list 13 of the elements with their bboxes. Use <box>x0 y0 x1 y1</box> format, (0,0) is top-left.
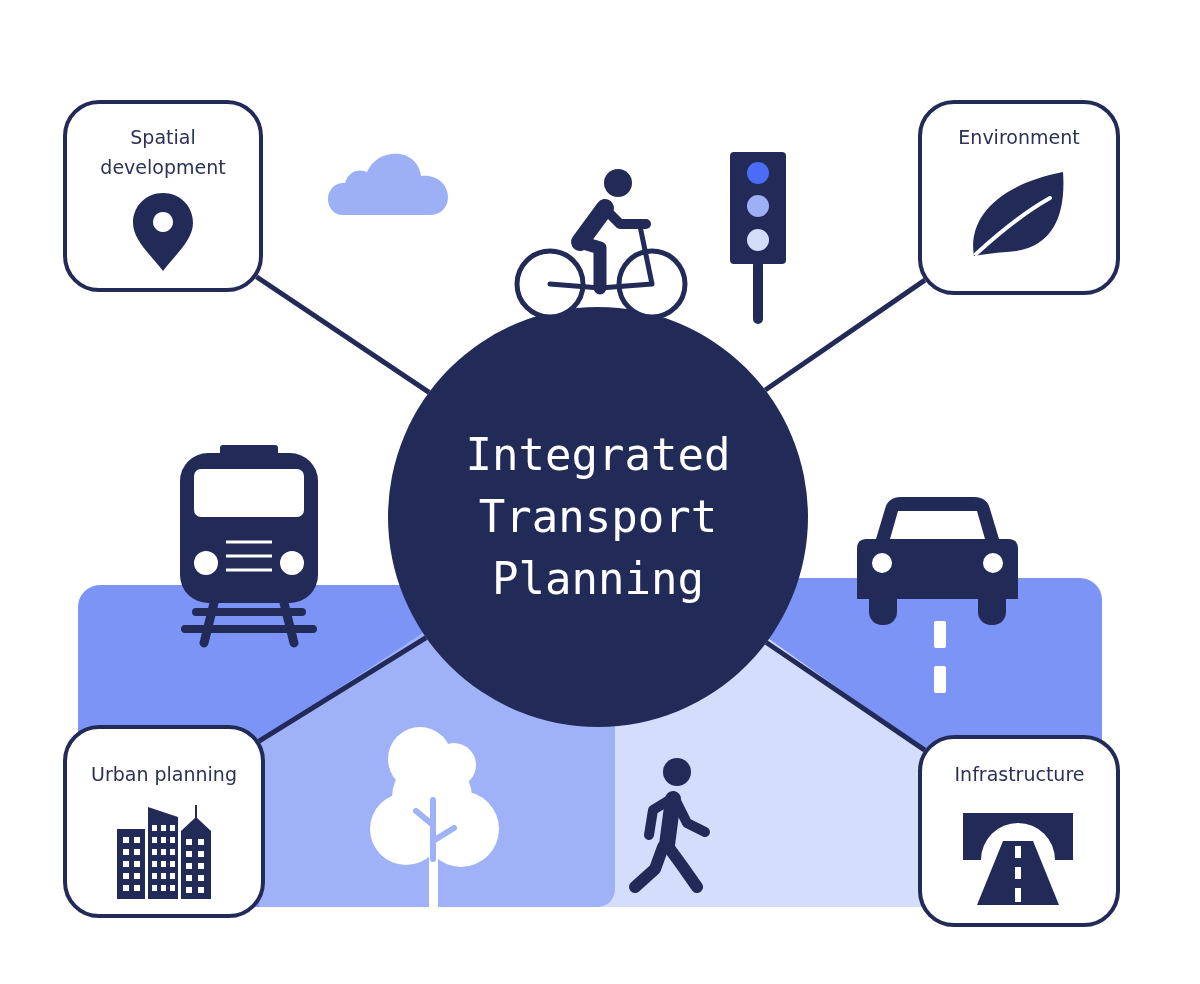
card-title: Infrastructure <box>953 762 1086 787</box>
card-title: Urban planning <box>90 762 238 787</box>
connector-line <box>763 278 927 393</box>
connector-line <box>255 274 431 395</box>
topic-card <box>918 100 1120 295</box>
card-title: Spatial development <box>99 125 227 180</box>
card-title: Environment <box>957 125 1081 150</box>
topic-card <box>63 100 263 292</box>
connector-line <box>764 640 927 753</box>
connector-line <box>257 635 428 744</box>
hub-title: Integrated Transport Planning <box>464 428 732 606</box>
topic-card <box>63 725 265 918</box>
topic-card <box>918 735 1120 927</box>
